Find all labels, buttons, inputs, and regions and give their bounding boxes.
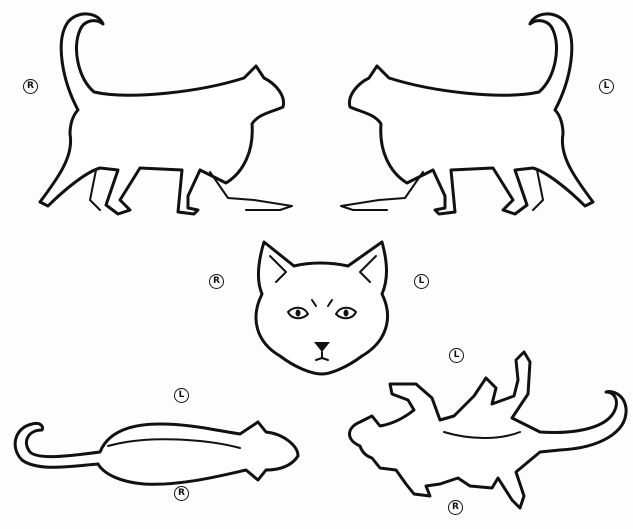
- marker-r-side-left: R: [23, 79, 38, 94]
- side-cat-facing-left: [341, 14, 593, 214]
- marker-l-face: L: [414, 274, 429, 289]
- side-cat-facing-right: [40, 14, 292, 214]
- marker-l-top-view-left: L: [174, 388, 189, 403]
- cat-face-front: [256, 242, 388, 374]
- marker-r-face: R: [209, 274, 224, 289]
- marker-l-top-view-right: L: [449, 348, 464, 363]
- cat-top-view-stretched: [350, 352, 627, 508]
- marker-l-side-right: L: [599, 79, 614, 94]
- marker-r-top-view-left: R: [174, 486, 189, 501]
- marker-r-top-view-right: R: [448, 500, 463, 515]
- cat-top-view-lying: [15, 422, 298, 484]
